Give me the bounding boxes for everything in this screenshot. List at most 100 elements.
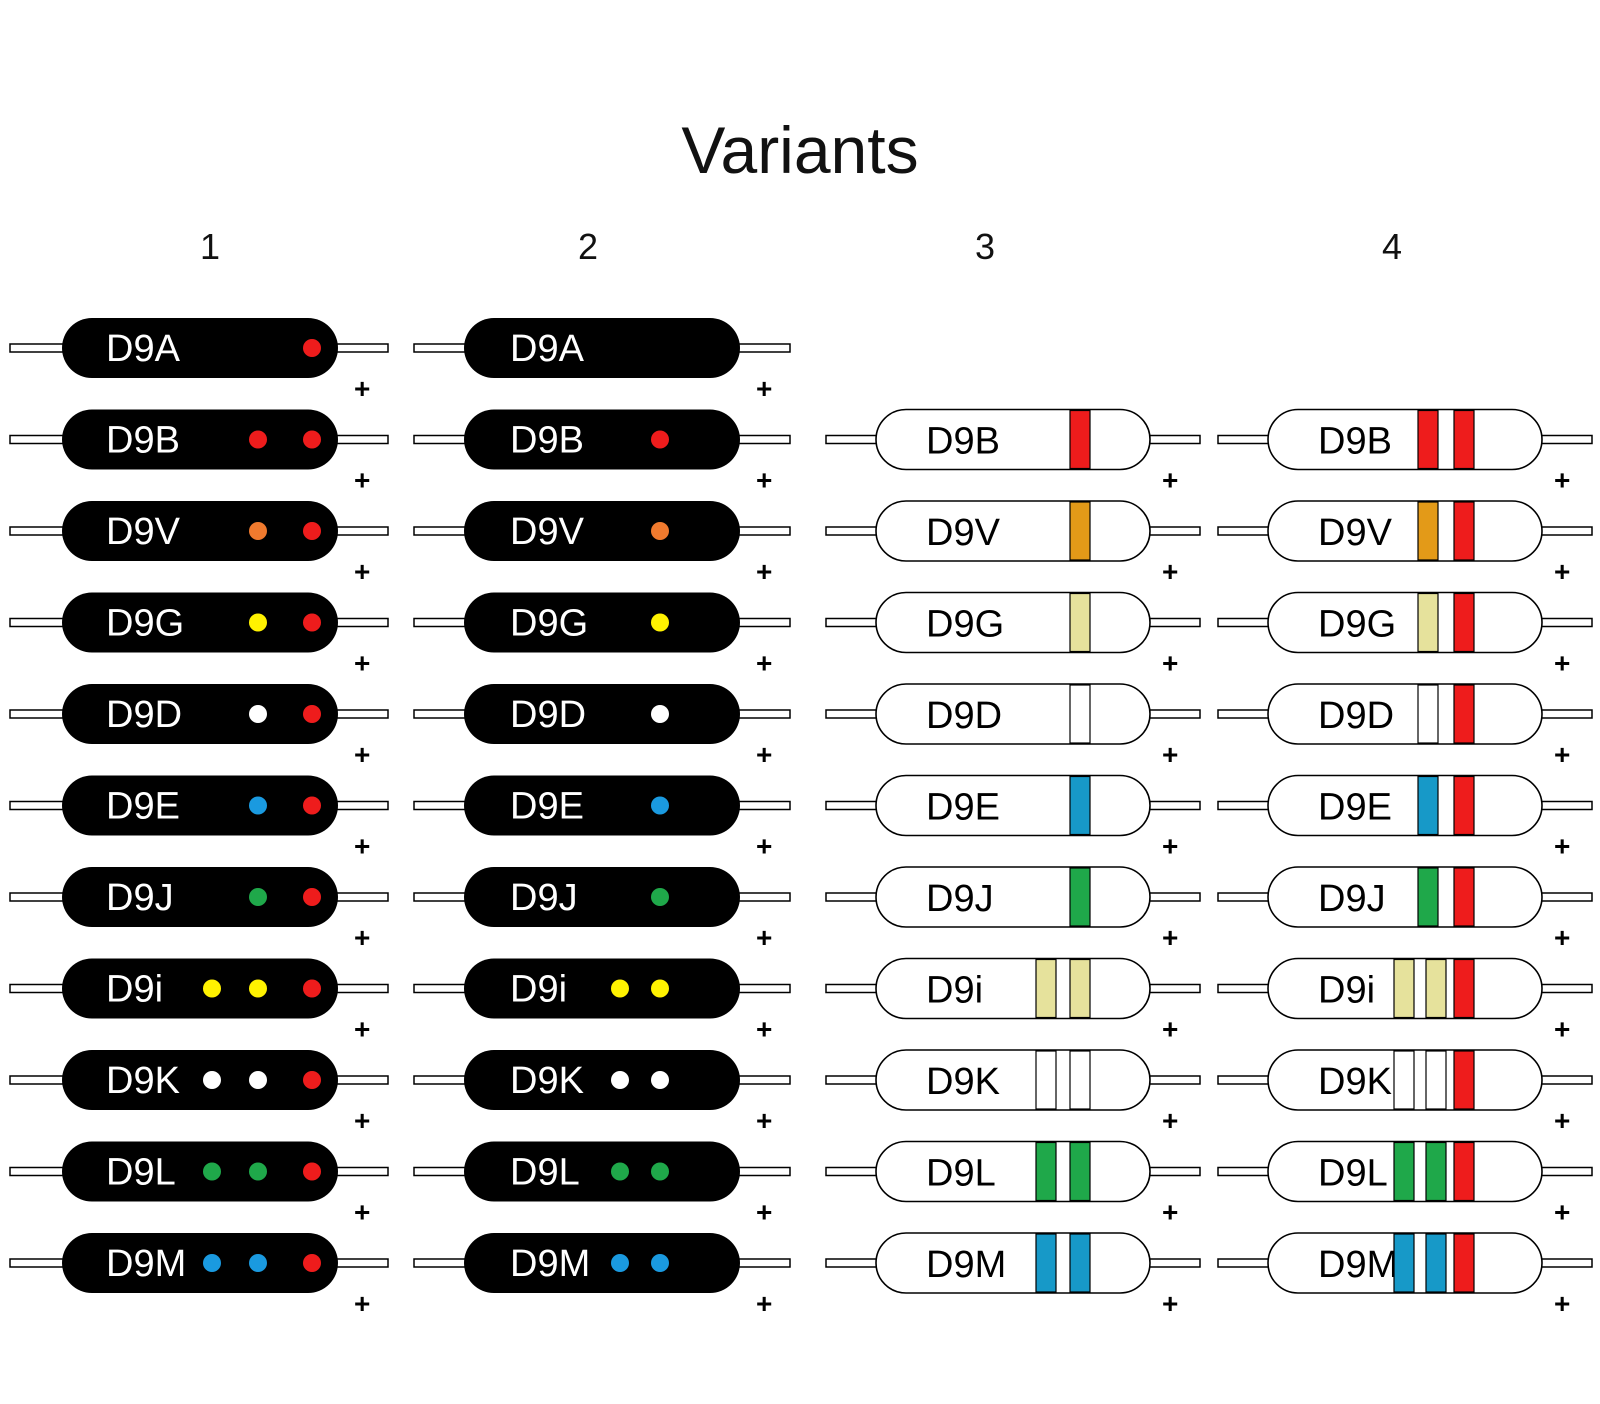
- cathode-dot-red: [303, 1254, 321, 1272]
- band-white: [1069, 1050, 1091, 1110]
- diode-label: D9G: [1318, 604, 1396, 646]
- diode-label: D9K: [510, 1060, 584, 1102]
- cathode-dot-red: [303, 705, 321, 723]
- plus-sign: +: [354, 1014, 370, 1045]
- diode-D9B-variant-1: D9B +: [9, 409, 389, 496]
- marker-dot-red: [651, 430, 669, 449]
- band-blue: [1417, 775, 1439, 836]
- plus-sign: +: [354, 465, 370, 496]
- diode-D9i-variant-2: D9i+: [413, 958, 791, 1045]
- diode-body: [464, 775, 740, 836]
- diode-label: D9J: [510, 877, 578, 919]
- diode-D9i-variant-3: D9i +: [825, 957, 1201, 1045]
- diode-D9M-variant-2: D9M+: [413, 1233, 791, 1319]
- plus-sign: +: [1554, 922, 1570, 953]
- diode-D9K-variant-4: D9K+: [1217, 1049, 1593, 1136]
- cathode-band-red: [1453, 958, 1475, 1019]
- marker-dot-orange: [249, 522, 267, 540]
- diode-D9D-variant-4: D9D+: [1217, 683, 1593, 770]
- diode-D9D-variant-1: D9D+: [9, 684, 389, 770]
- plus-sign: +: [1554, 1288, 1570, 1319]
- diode-label: D9D: [1318, 695, 1394, 737]
- diode-body: [62, 684, 338, 744]
- diode-body: [62, 1233, 338, 1293]
- diode-body: [875, 683, 1151, 745]
- plus-sign: +: [1162, 831, 1178, 862]
- diode-D9D-variant-3: D9D+: [825, 683, 1201, 770]
- diode-label: D9V: [926, 512, 1001, 554]
- plus-sign: +: [354, 739, 370, 770]
- diode-body: [464, 318, 740, 378]
- diode-label: D9B: [106, 420, 180, 462]
- band-yellow: [1069, 592, 1091, 653]
- diode-label: D9i: [926, 970, 983, 1012]
- marker-dot-blue: [651, 796, 669, 815]
- diode-body: [62, 409, 338, 470]
- diode-label: D9E: [106, 786, 180, 828]
- plus-sign: +: [756, 556, 772, 587]
- diode-label: D9L: [926, 1153, 996, 1195]
- diode-D9G-variant-4: D9G+: [1217, 591, 1593, 679]
- marker-dot-white: [249, 1071, 267, 1089]
- diode-body: [1267, 408, 1543, 471]
- diode-label: D9B: [510, 420, 584, 462]
- plus-sign: +: [1162, 648, 1178, 679]
- diode-label: D9M: [510, 1243, 590, 1285]
- plus-sign: +: [756, 648, 772, 679]
- diode-label: D9A: [106, 328, 181, 370]
- diode-label: D9E: [510, 786, 584, 828]
- plus-sign: +: [756, 831, 772, 862]
- diode-label: D9A: [510, 328, 585, 370]
- marker-dot-yellow: [249, 613, 267, 632]
- diode-label: D9J: [1318, 878, 1386, 920]
- diode-label: D9G: [926, 604, 1004, 646]
- page-title: Variants: [681, 113, 919, 187]
- diode-body: [464, 501, 740, 561]
- plus-sign: +: [1554, 1197, 1570, 1228]
- band-green: [1035, 1141, 1057, 1202]
- diode-label: D9B: [1318, 421, 1392, 463]
- column-heading-2: 2: [577, 226, 599, 267]
- plus-sign: +: [1554, 1014, 1570, 1045]
- marker-dot-white: [611, 1071, 629, 1089]
- band-white: [1069, 684, 1091, 744]
- cathode-dot-red: [303, 796, 321, 815]
- marker-dot-white: [203, 1071, 221, 1089]
- diode-label: D9L: [106, 1152, 176, 1194]
- band-green: [1425, 1141, 1447, 1202]
- diode-label: D9E: [926, 787, 1000, 829]
- marker-dot-green: [249, 888, 267, 906]
- cathode-band-red: [1453, 1050, 1475, 1110]
- diode-D9V-variant-3: D9V+: [825, 500, 1201, 587]
- band-blue: [1069, 775, 1091, 836]
- plus-sign: +: [756, 922, 772, 953]
- diode-body: [1267, 866, 1543, 928]
- diode-label: D9V: [510, 511, 585, 553]
- diode-label: D9D: [510, 694, 586, 736]
- plus-sign: +: [1162, 1014, 1178, 1045]
- diode-body: [464, 1233, 740, 1293]
- diode-D9J-variant-2: D9J +: [413, 867, 791, 953]
- diode-body: [464, 1141, 740, 1202]
- marker-dot-red: [249, 430, 267, 449]
- marker-dot-green: [651, 888, 669, 906]
- marker-dot-blue: [651, 1254, 669, 1272]
- diode-D9A-variant-1: D9A+: [9, 318, 389, 404]
- diode-D9K-variant-2: D9K+: [413, 1050, 791, 1136]
- plus-sign: +: [354, 1105, 370, 1136]
- diode-D9G-variant-1: D9G+: [9, 592, 389, 679]
- diode-D9V-variant-1: D9V+: [9, 501, 389, 587]
- marker-dot-blue: [249, 1254, 267, 1272]
- column-heading-4: 4: [1381, 226, 1403, 267]
- band-blue: [1425, 1233, 1447, 1293]
- diode-body: [62, 501, 338, 561]
- marker-dot-green: [651, 1162, 669, 1181]
- plus-sign: +: [354, 1197, 370, 1228]
- diode-D9D-variant-2: D9D+: [413, 684, 791, 770]
- diode-label: D9M: [106, 1243, 186, 1285]
- diode-D9i-variant-4: D9i+: [1217, 957, 1593, 1045]
- column-heading-3: 3: [974, 226, 996, 267]
- diode-body: [62, 1141, 338, 1202]
- diode-label: D9M: [926, 1244, 1006, 1286]
- diode-body: [875, 1049, 1151, 1111]
